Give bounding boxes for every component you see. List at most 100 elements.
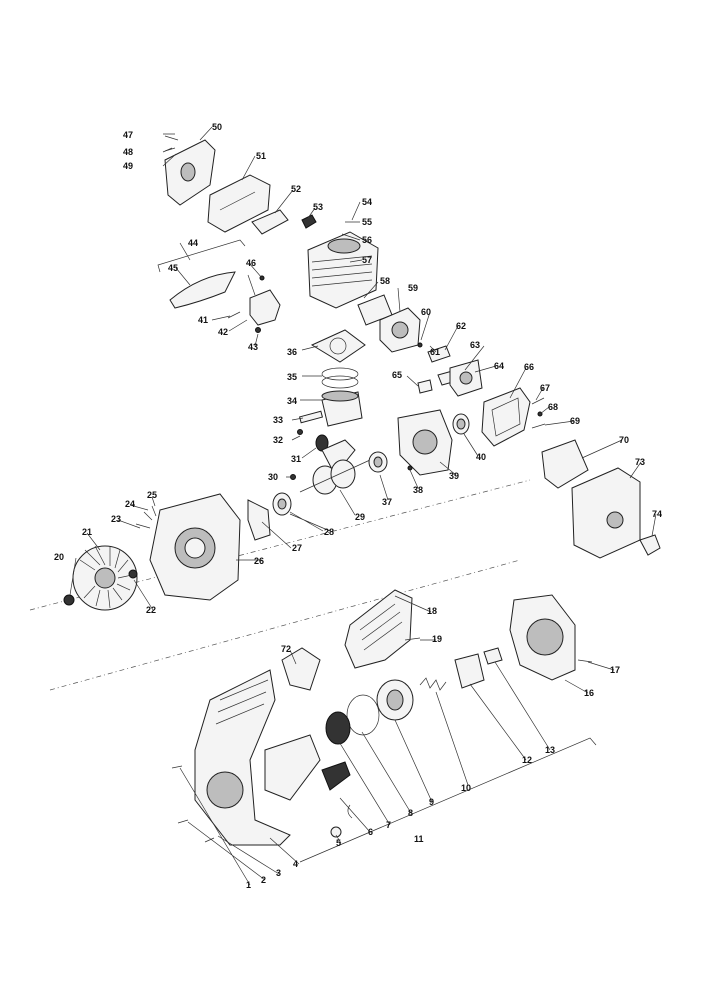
callout-35: 35 <box>287 372 297 382</box>
callout-43: 43 <box>248 342 258 352</box>
callout-19: 19 <box>432 634 442 644</box>
callout-31: 31 <box>291 454 301 464</box>
cylinder-fin-3 <box>311 271 373 279</box>
screw-3 <box>171 765 183 769</box>
callout-26: 26 <box>254 556 264 566</box>
gasket-36-hole <box>329 337 347 355</box>
air-filter-cover-51 <box>207 174 271 233</box>
callout-69: 69 <box>570 416 580 426</box>
callout-63: 63 <box>470 340 480 350</box>
callout-4: 4 <box>293 859 298 869</box>
callout-33: 33 <box>273 415 283 425</box>
crank-web-2 <box>330 459 356 489</box>
callout-6: 6 <box>368 827 373 837</box>
callout-64: 64 <box>494 361 504 371</box>
callout-32: 32 <box>273 435 283 445</box>
intake-port <box>391 321 409 339</box>
callout-21: 21 <box>82 527 92 537</box>
callout-27: 27 <box>292 543 302 553</box>
seal-28-inner <box>277 498 287 510</box>
screw-2 <box>177 819 189 824</box>
cylinder-fin-2 <box>311 263 373 271</box>
callout-74: 74 <box>652 509 662 519</box>
piston-ring-35a <box>321 367 359 381</box>
cylinder-fin-1 <box>311 255 373 263</box>
callout-49: 49 <box>123 161 133 171</box>
bracket-11 <box>299 737 597 863</box>
screw-23 <box>135 523 151 529</box>
piston-top <box>321 390 359 402</box>
circlip-32 <box>297 429 303 435</box>
callout-60: 60 <box>421 307 431 317</box>
callout-30: 30 <box>268 472 278 482</box>
cover-knob-hole <box>606 511 624 529</box>
cover-ridge <box>219 191 256 211</box>
callout-24: 24 <box>125 499 135 509</box>
air-filter-hole <box>180 162 196 182</box>
pawl-13 <box>483 647 503 665</box>
callout-29: 29 <box>355 512 365 522</box>
screw-69 <box>531 423 546 429</box>
cover-18-slots <box>359 603 403 651</box>
callout-68: 68 <box>548 402 558 412</box>
cylinder-top <box>327 238 361 254</box>
filter-70 <box>541 439 589 489</box>
flywheel-21 <box>72 545 138 611</box>
air-box-66 <box>481 387 531 447</box>
callout-2: 2 <box>261 875 266 885</box>
fan-cover-bore <box>206 771 244 809</box>
bracket-44 <box>157 239 246 273</box>
callout-70: 70 <box>619 435 629 445</box>
callout-65: 65 <box>392 370 402 380</box>
callout-28: 28 <box>324 527 334 537</box>
callout-12: 12 <box>522 755 532 765</box>
callout-40: 40 <box>476 452 486 462</box>
callout-58: 58 <box>380 276 390 286</box>
callout-20: 20 <box>54 552 64 562</box>
rope-8 <box>346 694 380 736</box>
screw-17 <box>577 659 593 663</box>
filter-cover-73 <box>571 467 641 559</box>
callout-45: 45 <box>168 263 178 273</box>
callout-56: 56 <box>362 235 372 245</box>
callout-54: 54 <box>362 197 372 207</box>
callout-50: 50 <box>212 122 222 132</box>
ring-27 <box>247 499 271 541</box>
leader-lines <box>69 126 657 886</box>
screw-67 <box>531 397 545 405</box>
callout-23: 23 <box>111 514 121 524</box>
carb-bulb <box>459 371 473 385</box>
shroud-45 <box>169 271 236 309</box>
callout-67: 67 <box>540 383 550 393</box>
screw-19 <box>404 637 421 641</box>
handle-6 <box>321 761 351 791</box>
bearing-40-inner <box>456 418 466 430</box>
air-box-inner <box>491 397 521 437</box>
callout-41: 41 <box>198 315 208 325</box>
piston-ring-35b <box>321 375 359 389</box>
callout-37: 37 <box>382 497 392 507</box>
callout-36: 36 <box>287 347 297 357</box>
callout-16: 16 <box>584 688 594 698</box>
callout-18: 18 <box>427 606 437 616</box>
callout-8: 8 <box>408 808 413 818</box>
washer-43 <box>255 327 261 333</box>
leader-lines-path <box>69 126 657 886</box>
screw-25 <box>151 505 157 517</box>
cover-18 <box>344 589 413 669</box>
callout-11: 11 <box>414 834 424 844</box>
crank-rod <box>321 439 356 476</box>
callout-labels: 1 2 3 4 5 6 7 8 9 10 11 12 13 16 17 18 1… <box>54 122 662 890</box>
knob-74 <box>639 534 661 556</box>
pin-38 <box>407 465 413 471</box>
callout-44: 44 <box>188 238 198 248</box>
callout-9: 9 <box>429 797 434 807</box>
guard-72 <box>281 647 321 691</box>
fan-cover-slots <box>215 679 269 725</box>
flywheel-hub <box>94 567 116 589</box>
cylinder-57 <box>307 231 379 309</box>
callout-57: 57 <box>362 255 372 265</box>
callout-5: 5 <box>336 838 341 848</box>
washer-22 <box>128 569 138 579</box>
bearing-37-inner <box>373 456 383 468</box>
